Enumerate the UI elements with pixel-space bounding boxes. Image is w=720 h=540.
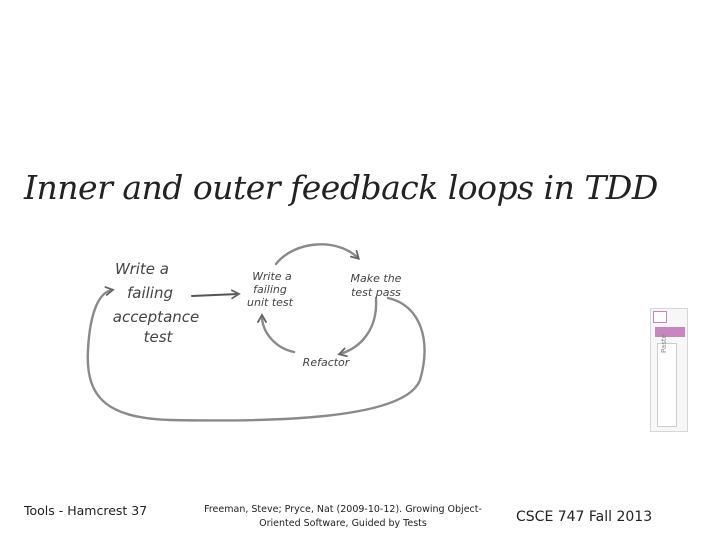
- step-pass-line2: test pass: [351, 286, 401, 299]
- step-acceptance-line4: test: [144, 328, 174, 346]
- screenshot-tab: [653, 311, 667, 323]
- step-refactor: Refactor: [303, 356, 351, 369]
- slide-title: Inner and outer feedback loops in TDD: [24, 168, 704, 207]
- step-unit-line2: failing: [253, 283, 287, 296]
- screenshot-panel: [657, 343, 677, 427]
- inner-right-arrow: [340, 298, 376, 354]
- acceptance-to-unit-arrow: [192, 294, 238, 296]
- step-unit-line1: Write a: [252, 270, 292, 283]
- inner-top-arrow: [276, 244, 358, 264]
- step-acceptance-line1: Write a: [115, 260, 169, 278]
- footer-topic-page: Tools - Hamcrest 37: [24, 503, 147, 518]
- step-unit-test: Write a failing unit test: [247, 270, 294, 309]
- step-acceptance-line3: acceptance: [113, 308, 200, 326]
- screenshot-rotated-label: Paste: [660, 334, 668, 353]
- tdd-loop-diagram: Write a failing acceptance test Write a …: [70, 230, 450, 430]
- footer-course: CSCE 747 Fall 2013: [516, 509, 652, 525]
- footer-citation-line2: Oriented Software, Guided by Tests: [188, 517, 498, 531]
- footer-citation: Freeman, Steve; Pryce, Nat (2009-10-12).…: [188, 503, 498, 531]
- step-unit-line3: unit test: [247, 296, 294, 309]
- embedded-screenshot-fragment: Paste: [650, 308, 688, 432]
- step-pass-line1: Make the: [351, 272, 402, 285]
- step-make-pass: Make the test pass: [351, 272, 402, 299]
- inner-left-arrow: [262, 316, 294, 352]
- step-acceptance-line2: failing: [127, 284, 173, 302]
- step-acceptance-test: Write a failing acceptance test: [113, 260, 200, 346]
- footer-citation-line1: Freeman, Steve; Pryce, Nat (2009-10-12).…: [188, 503, 498, 517]
